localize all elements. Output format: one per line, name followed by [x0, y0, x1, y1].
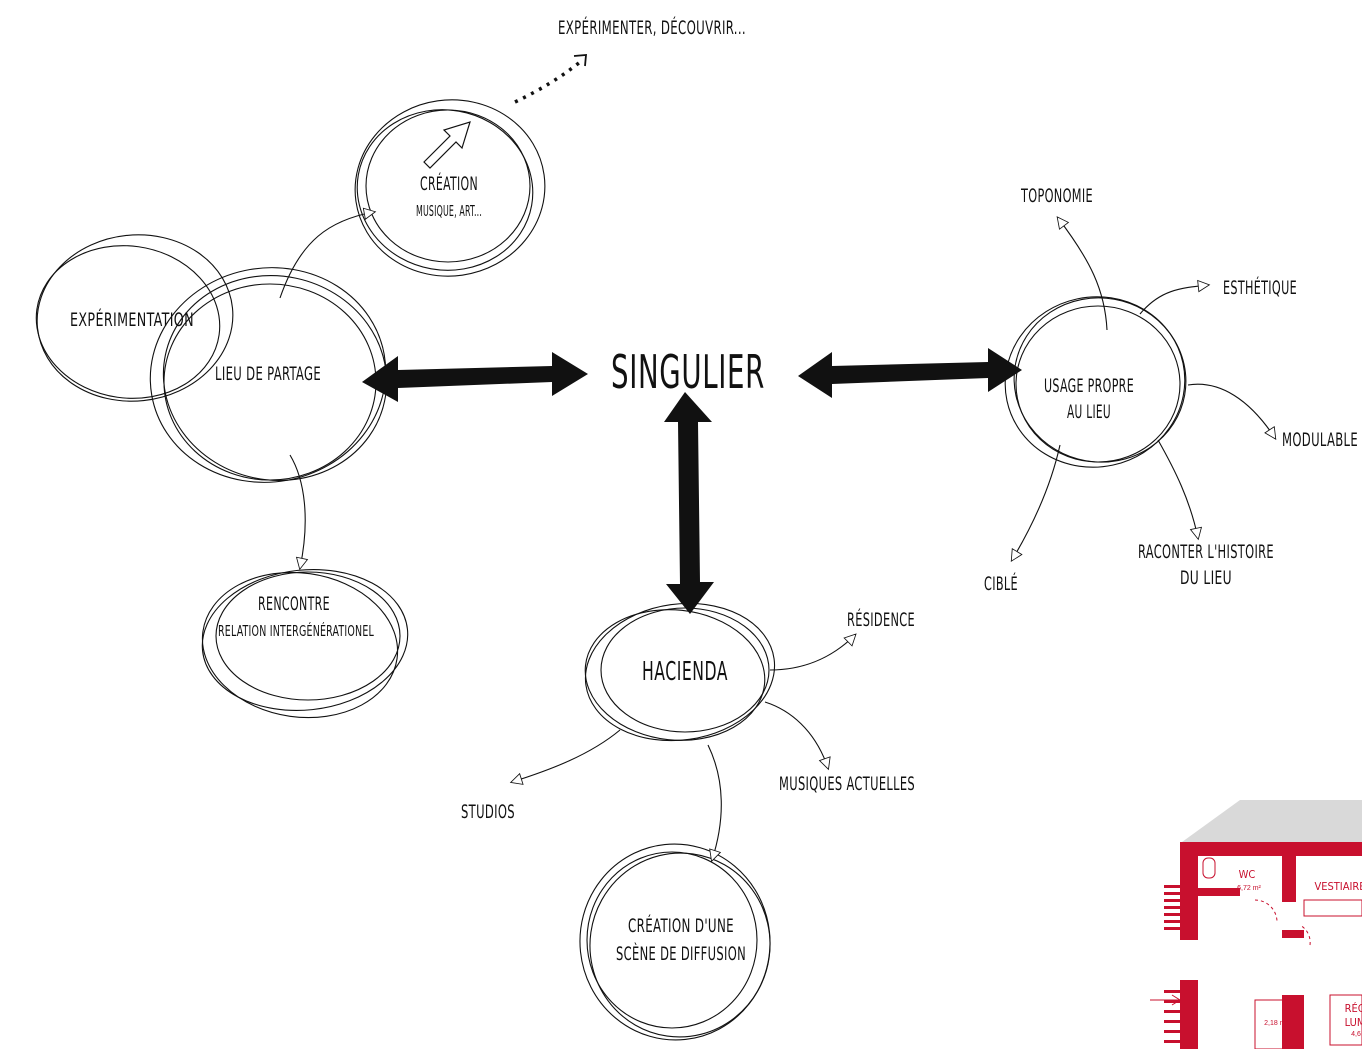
arrow-to-rencontre [289, 454, 309, 571]
histoire-line2: DU LIEU [1180, 567, 1232, 589]
experimentation-label: EXPÉRIMENTATION [70, 308, 194, 331]
usage-line1: USAGE PROPRE [1044, 375, 1134, 397]
arrow-to-scene [707, 744, 722, 863]
double-arrow-left [362, 352, 588, 402]
arrow-to-cible [1010, 444, 1061, 563]
usage-line2: AU LIEU [1067, 401, 1111, 423]
double-arrow-down [664, 392, 714, 614]
center-title: SINGULIER [611, 345, 765, 399]
arrow-to-creation [279, 207, 377, 299]
plan-wc: WC [1239, 868, 1256, 881]
creation-sub: MUSIQUE, ART... [416, 202, 482, 220]
arrow-to-toponomie [1056, 216, 1108, 331]
lieu-de-partage-label: LIEU DE PARTAGE [215, 363, 321, 385]
musiques-label: MUSIQUES ACTUELLES [779, 773, 915, 795]
experimentation-circle [35, 234, 234, 402]
hacienda-circle [584, 602, 776, 742]
arrow-to-modulable [1187, 383, 1277, 440]
bold-arrows [362, 348, 1022, 614]
creation-title: CRÉATION [420, 172, 478, 195]
experiment-note: EXPÉRIMENTER, DÉCOUVRIR... [558, 16, 746, 39]
arrow-to-esthetique [1139, 279, 1211, 315]
plan-wc-area: 6,72 m² [1237, 885, 1261, 892]
toponomie-label: TOPONOMIE [1020, 185, 1093, 207]
double-arrow-right [798, 348, 1022, 398]
arrow-to-studios [509, 729, 621, 785]
rencontre-circle [201, 569, 409, 719]
rencontre-sub: RELATION INTERGÉNÉRATIONEL [218, 621, 374, 640]
plan-small-area: 2,18 m² [1264, 1020, 1288, 1027]
usage-propre-circle [1004, 296, 1187, 468]
scene-line1: CRÉATION D'UNE [628, 914, 734, 937]
studios-label: STUDIOS [461, 801, 515, 823]
scene-line2: SCÈNE DE DIFFUSION [616, 942, 746, 965]
plan-lum: LUM [1345, 1016, 1362, 1029]
plan-reg: RÉG [1345, 1002, 1362, 1015]
scene-circle [579, 843, 771, 1041]
cible-label: CIBLÉ [984, 572, 1018, 595]
plan-vestiaire: VESTIAIRE [1314, 880, 1362, 893]
arrow-to-histoire [1157, 439, 1203, 541]
esthetique-label: ESTHÉTIQUE [1223, 276, 1297, 299]
hacienda-label: HACIENDA [642, 657, 728, 687]
up-right-arrow-icon [423, 121, 471, 169]
arrow-to-residence [769, 633, 857, 671]
histoire-line1: RACONTER L'HISTOIRE [1138, 541, 1274, 563]
rencontre-title: RENCONTRE [258, 593, 330, 615]
plan-lum-area: 4,6 [1351, 1031, 1361, 1038]
creation-circle [354, 99, 546, 277]
arrow-to-musiques [764, 701, 831, 771]
residence-label: RÉSIDENCE [847, 608, 915, 631]
modulable-label: MODULABLE [1282, 429, 1358, 451]
floor-plan: WC 6,72 m² VESTIAIRE 2,18 m² RÉG LUM 4,6 [1150, 800, 1362, 1049]
dotted-arrow-to-note [514, 60, 582, 104]
plan-hatch [1164, 885, 1180, 1043]
